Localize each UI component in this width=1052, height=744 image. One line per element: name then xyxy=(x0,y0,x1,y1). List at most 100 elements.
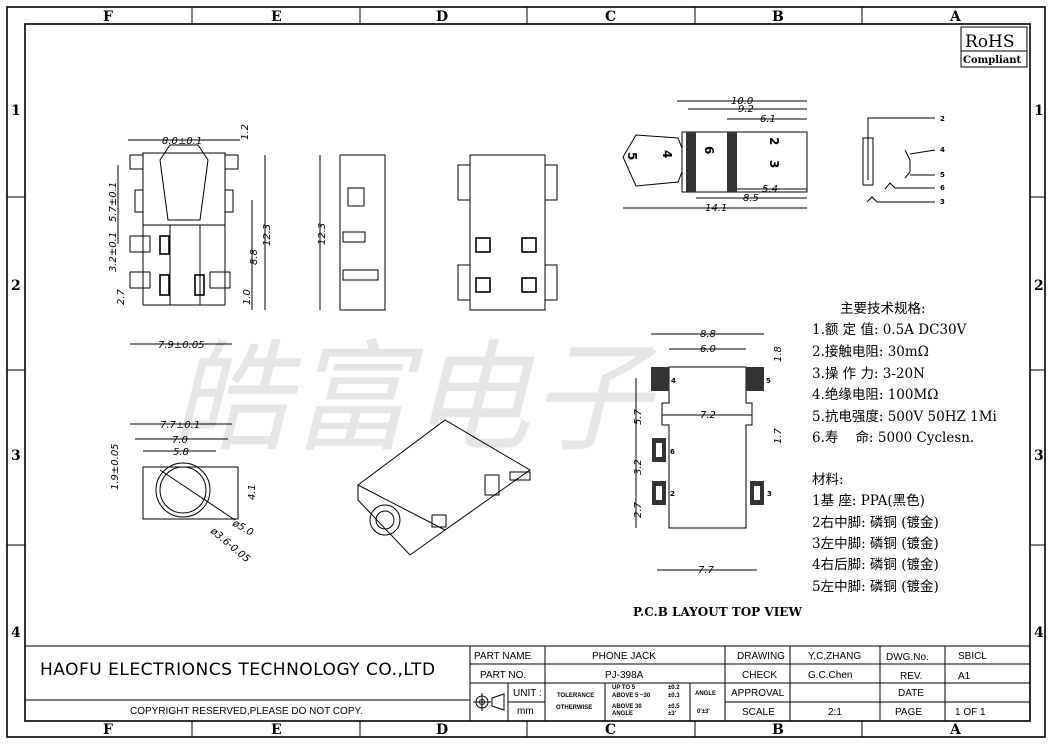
end-view-dia1: ø5.0 xyxy=(230,518,255,539)
title-block-check-label: CHECK xyxy=(742,670,777,681)
title-block-tol-values-3: ±3' xyxy=(668,711,677,717)
plug-d54: 5.4 xyxy=(762,184,778,195)
grid-rows-0: 1 xyxy=(1034,103,1044,119)
front-view-bottom: 1.0 xyxy=(242,289,253,305)
front-view-width: 8.0±0.1 xyxy=(162,136,202,147)
front-view-h2: 8.8 xyxy=(249,249,260,265)
plug-drawing: 5 4 6 2 3 10.0 9.2 6.1 5.4 8.5 14.1 xyxy=(622,96,808,214)
title-block-tolerance-label: TOLERANCE xyxy=(557,693,594,699)
grid-columns-2: D xyxy=(436,9,448,25)
schematic: 2 4 5 6 3 xyxy=(862,115,945,206)
schematic-pins-0: 2 xyxy=(940,115,945,123)
title-block-tol-ranges-3: ANGLE xyxy=(612,711,633,717)
end-view-w1: 7.7±0.1 xyxy=(160,420,200,431)
pcb-pads-2: 6 xyxy=(670,448,675,456)
title-block-dwg-no: SBICL xyxy=(958,651,987,662)
front-view-height: 12.3 xyxy=(262,224,273,246)
specs-materials-1: 2右中脚: 磷铜 (镀金) xyxy=(812,514,939,531)
grid-rows-3: 4 xyxy=(1034,625,1044,641)
title-block-approval-label: APPROVAL xyxy=(731,688,785,699)
specifications: 主要技术规格: 1.额 定 值: 0.5A DC30V 2.接触电阻: 30mΩ… xyxy=(812,301,998,595)
title-block-part-name-label: PART NAME xyxy=(474,651,532,662)
grid-dividers xyxy=(7,7,1045,737)
side-view-height: 12.3 xyxy=(317,223,328,245)
grid-columns-3: C xyxy=(605,722,616,738)
grid-columns-5: A xyxy=(949,722,962,738)
specs-materials-4: 5左中脚: 磷铜 (镀金) xyxy=(812,578,939,595)
title-block-tol-values-2: ±0.5 xyxy=(668,704,680,710)
pcb-w60: 6.0 xyxy=(700,344,716,355)
specs-materials-2: 3左中脚: 磷铜 (镀金) xyxy=(812,535,939,552)
title-block-unit: mm xyxy=(517,706,534,717)
plug-d61: 6.1 xyxy=(760,114,776,125)
title-block-tol-ranges-1: ABOVE 5 ~30 xyxy=(612,693,651,699)
plug-labels-0: 5 xyxy=(625,152,639,160)
watermark: 皓富电子 xyxy=(170,330,657,469)
pcb-pads-3: 2 xyxy=(670,490,675,498)
plug-labels-3: 2 xyxy=(767,137,781,145)
specs-items-4: 5.抗电强度: 500V 50HZ 1Mi xyxy=(812,409,998,425)
title-block-tol-values-0: ±0.2 xyxy=(668,685,680,691)
copyright: COPYRIGHT RESERVED,PLEASE DO NOT COPY. xyxy=(130,706,363,717)
grid-columns-3: C xyxy=(605,9,616,25)
title-block-scale: 2:1 xyxy=(828,707,842,718)
rohs-badge: RoHS Compliant xyxy=(960,26,1028,68)
grid-columns-0: F xyxy=(103,722,113,738)
pcb-layout: 4 5 6 2 3 8.8 6.0 7.2 7.7 1.8 1.7 5.7 3.… xyxy=(633,329,802,619)
schematic-pins-3: 6 xyxy=(940,184,945,192)
title-block-rev-label: REV. xyxy=(900,671,922,682)
grid-rows-2: 3 xyxy=(1034,448,1044,464)
front-view: 8.0±0.1 1.2 5.7±0.1 3.2±0.1 2.7 12.3 8.8… xyxy=(108,124,273,351)
isometric-view xyxy=(357,419,531,556)
front-view-d2: 3.2±0.1 xyxy=(108,232,119,272)
plug-labels-1: 4 xyxy=(660,150,674,158)
front-view-d3: 2.7 xyxy=(116,288,127,305)
title-block-angle-value: 0'±3' xyxy=(697,709,710,715)
pcb-h17: 1.7 xyxy=(773,427,784,444)
side-view: 12.3 xyxy=(317,154,386,311)
front-view-base: 7.9±0.05 xyxy=(158,340,205,351)
pcb-w88: 8.8 xyxy=(700,329,716,340)
grid-columns-0: F xyxy=(103,9,113,25)
specs-materials-3: 4右后脚: 磷铜 (镀金) xyxy=(812,556,939,573)
title-block-dwg-no-label: DWG.No. xyxy=(886,652,929,663)
specs-items-3: 4.绝缘电阻: 100MΩ xyxy=(812,387,939,403)
specs-title: 主要技术规格: xyxy=(840,301,926,317)
specs-items-0: 1.额 定 值: 0.5A DC30V xyxy=(812,322,967,338)
projection-symbol-icon xyxy=(473,693,505,711)
plug-d10: 10.0 xyxy=(731,96,753,107)
title-block-part-name: PHONE JACK xyxy=(592,651,656,662)
pcb-w72: 7.2 xyxy=(700,410,716,421)
grid-columns-1: E xyxy=(271,9,282,25)
pcb-h18: 1.8 xyxy=(773,346,784,362)
title-block-otherwise-label: OTHERWISE xyxy=(556,705,592,711)
schematic-pins-4: 3 xyxy=(940,198,945,206)
title-block-part-no-label: PART NO. xyxy=(480,670,526,681)
rohs-line2: Compliant xyxy=(963,55,1022,66)
front-view-d1: 5.7±0.1 xyxy=(108,182,119,222)
end-view-h2: 4.1 xyxy=(247,484,258,500)
specs-materials-0: 1基 座: PPA(黑色) xyxy=(812,492,925,509)
company-name: HAOFU ELECTRIONCS TECHNOLOGY CO.,LTD xyxy=(40,660,436,680)
grid-columns-4: B xyxy=(772,722,784,738)
title-block-drawing: Y,C,ZHANG xyxy=(808,651,861,662)
title-block-angle-label: ANGLE xyxy=(695,691,716,697)
specs-materials-title: 材料: xyxy=(812,472,844,488)
grid-columns-4: B xyxy=(772,9,784,25)
grid-rows-2: 3 xyxy=(11,448,21,464)
grid-columns-5: A xyxy=(949,9,962,25)
pcb-w77: 7.7 xyxy=(698,565,715,576)
plug-d85: 8.5 xyxy=(743,193,759,204)
plug-labels-2: 6 xyxy=(702,146,716,154)
title-block-part-no: PJ-398A xyxy=(605,670,644,681)
title-block: HAOFU ELECTRIONCS TECHNOLOGY CO.,LTD COP… xyxy=(25,645,1030,721)
pcb-pads-4: 3 xyxy=(767,490,772,498)
title-block-unit-label: UNIT : xyxy=(513,688,542,699)
title-block-drawing-label: DRAWING xyxy=(737,651,785,662)
end-view-w2: 7.0 xyxy=(172,435,188,446)
title-block-tol-ranges-0: UP TO 5 xyxy=(612,685,636,691)
grid-columns-2: D xyxy=(436,722,448,738)
title-block-tol-ranges-2: ABOVE 30 xyxy=(612,704,642,710)
specs-items-2: 3.操 作 力: 3-20N xyxy=(812,366,925,382)
